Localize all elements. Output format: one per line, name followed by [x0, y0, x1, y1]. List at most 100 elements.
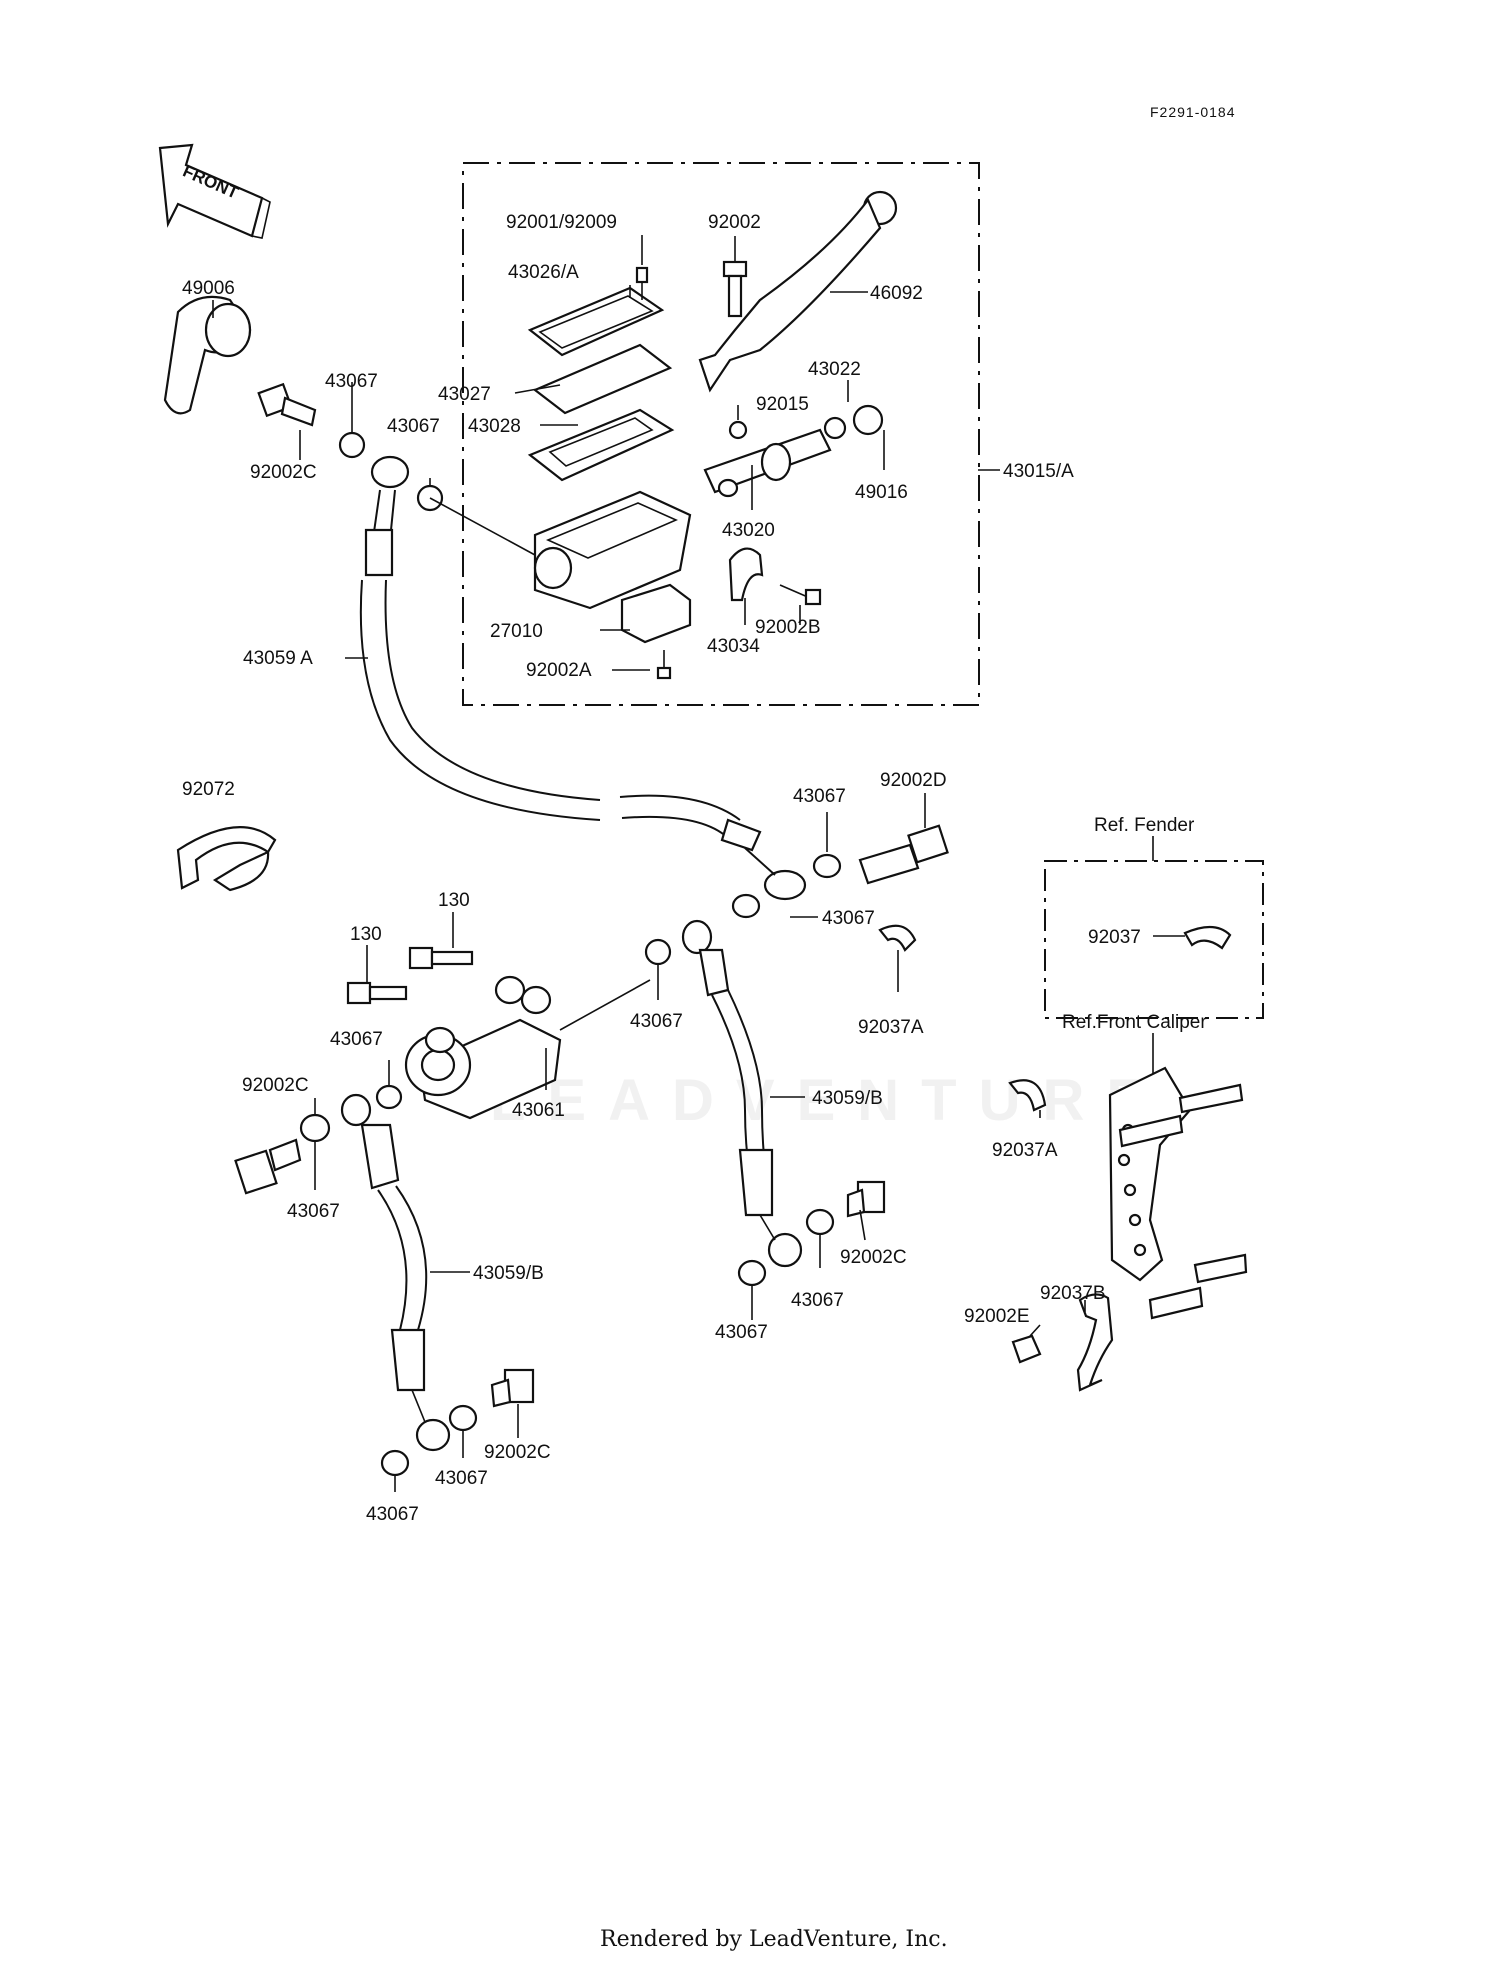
ref-caliper-title: Ref.Front Caliper [1062, 1012, 1207, 1033]
callout-43028: 43028 [468, 416, 521, 437]
banjo-bolt-top [257, 382, 317, 427]
clamp-bolt [779, 584, 822, 606]
callout-43027: 43027 [438, 384, 491, 405]
washer-k [380, 1449, 410, 1477]
banjo-bolt-d [858, 824, 949, 885]
callout-43067-d: 43067 [822, 908, 875, 929]
callout-92037a-a: 92037A [858, 1017, 924, 1038]
hose-clamp [176, 826, 277, 892]
washer-g [805, 1208, 835, 1236]
clamp-holder [728, 547, 764, 602]
callout-92015: 92015 [756, 394, 809, 415]
callout-43020: 43020 [722, 520, 775, 541]
washer-i [299, 1113, 331, 1143]
callout-92002a: 92002A [526, 660, 592, 681]
callout-49016: 49016 [855, 482, 908, 503]
banjo-fitting-right [681, 919, 713, 955]
callout-130-b: 130 [350, 924, 382, 945]
banjo-bolt-lower [490, 1368, 535, 1408]
bleeder-nut [1011, 1334, 1042, 1364]
fender-clip [1183, 925, 1232, 950]
callout-43061: 43061 [512, 1100, 565, 1121]
reservoir-cap [527, 286, 665, 357]
washer-e [375, 1084, 403, 1110]
callout-92002c-c: 92002C [840, 1247, 907, 1268]
callout-labels: 49006 92001/92009 92002 43026/A 46092 43… [182, 212, 1141, 1525]
brake-hose-a [359, 489, 807, 901]
callout-43067-c: 43067 [793, 786, 846, 807]
master-cylinder-body [533, 490, 692, 610]
callout-92002: 92002 [708, 212, 761, 233]
lever-screw [635, 266, 649, 300]
cap-gasket [532, 343, 673, 415]
callout-92002c-a: 92002C [250, 462, 317, 483]
brake-hose-joint [404, 975, 562, 1120]
brake-hose-b-left [340, 1093, 451, 1452]
callout-43067-k: 43067 [366, 1504, 419, 1525]
brake-hose-b-right [698, 948, 803, 1268]
bolt-130-upper [408, 946, 474, 970]
callout-27010: 27010 [490, 621, 543, 642]
dust-boot-ring [823, 416, 847, 440]
callout-92037a-b: 92037A [992, 1140, 1058, 1161]
pad-pin-clip [1076, 1293, 1114, 1392]
reservoir-cap-cover [163, 295, 252, 415]
dust-seal [852, 404, 884, 436]
master-cylinder-assembly-box [462, 162, 980, 706]
clip-92037a-lower [1008, 1079, 1047, 1112]
caliper-bracket [1108, 1066, 1248, 1320]
callout-43067-i: 43067 [715, 1322, 768, 1343]
callout-43015a: 43015/A [1003, 461, 1074, 482]
washer-c [812, 853, 842, 879]
callout-92002c-d: 92002C [484, 1442, 551, 1463]
callout-92072: 92072 [182, 779, 235, 800]
washer-d [731, 893, 761, 919]
callout-92037: 92037 [1088, 927, 1141, 948]
washer-j [448, 1404, 478, 1432]
piston-assembly [703, 428, 832, 498]
callout-92037b: 92037B [1040, 1283, 1106, 1304]
callout-43026a: 43026/A [508, 262, 579, 283]
leader-lines [212, 235, 1185, 1492]
brake-light-switch [620, 583, 692, 644]
callout-92002d: 92002D [880, 770, 947, 791]
banjo-fitting-top [370, 455, 410, 489]
callout-43067-j: 43067 [435, 1468, 488, 1489]
brake-lever [698, 190, 898, 393]
footer-credit: Rendered by LeadVenture, Inc. [600, 1927, 948, 1952]
callout-43059b-b: 43059/B [473, 1263, 544, 1284]
doc-code: F2291-0184 [1150, 104, 1236, 120]
bolt-130-lower [346, 981, 408, 1005]
callout-43067-g: 43067 [287, 1201, 340, 1222]
switch-screw [656, 650, 672, 680]
callout-130-a: 130 [438, 890, 470, 911]
callout-43022: 43022 [808, 359, 861, 380]
callout-92001-92009: 92001/92009 [506, 212, 617, 233]
callout-92002e: 92002E [964, 1306, 1030, 1327]
pivot-bolt [722, 260, 748, 318]
callout-46092: 46092 [870, 283, 923, 304]
banjo-bolt-left [234, 1138, 302, 1195]
callout-43067-f: 43067 [630, 1011, 683, 1032]
callout-43067-h: 43067 [791, 1290, 844, 1311]
clip-92037a-upper [878, 924, 917, 952]
nut [728, 420, 748, 440]
banjo-bolt-right [846, 1180, 886, 1218]
callout-43067-e: 43067 [330, 1029, 383, 1050]
ref-fender-box [1044, 860, 1264, 1019]
callout-43067-b: 43067 [387, 416, 440, 437]
callout-43059a: 43059 A [243, 648, 313, 669]
callout-43059b-a: 43059/B [812, 1088, 883, 1109]
ref-fender-title: Ref. Fender [1094, 815, 1195, 836]
callout-49006: 49006 [182, 278, 235, 299]
callout-92002b: 92002B [755, 617, 821, 638]
callout-43067-a: 43067 [325, 371, 378, 392]
washer-h [737, 1259, 767, 1287]
diaphragm [527, 408, 675, 482]
washer-f [644, 938, 672, 966]
callout-43034: 43034 [707, 636, 760, 657]
front-arrow-icon: FRONT [158, 143, 271, 239]
callout-92002c-b: 92002C [242, 1075, 309, 1096]
washer-a [338, 431, 366, 459]
